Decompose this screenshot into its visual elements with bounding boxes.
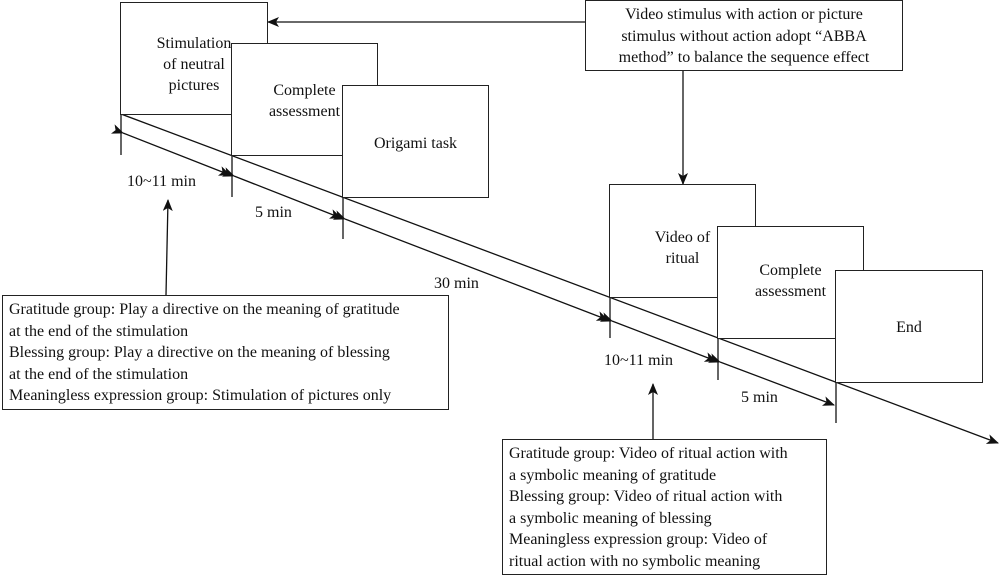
stage-text: Video of xyxy=(654,229,711,246)
note-line: at the end of the stimulation xyxy=(9,322,189,340)
stage-origami: Origami task xyxy=(342,85,489,198)
duration-label-stimulation: 10~11 min xyxy=(127,173,196,190)
duration-arrow-assessment2 xyxy=(707,353,835,406)
note-line: method” to balance the sequence effect xyxy=(618,49,870,66)
note-line: a symbolic meaning of gratitude xyxy=(509,466,717,484)
stage-text: Stimulation xyxy=(156,35,232,52)
duration-arrow-video xyxy=(599,312,717,362)
duration-arrow-stimulation xyxy=(110,124,231,176)
note-line: Gratitude group: Play a directive on the… xyxy=(9,301,400,318)
stimulation-groups-note: Gratitude group: Play a directive on the… xyxy=(2,295,449,410)
stage-text: pictures xyxy=(168,77,220,94)
note-line: ritual action with no symbolic meaning xyxy=(509,552,761,570)
stage-text: Origami task xyxy=(373,135,458,152)
stage-text: Complete xyxy=(759,262,822,279)
stim-groups-up-arrow xyxy=(162,199,173,296)
note-line: Meaningless expression group: Stimulatio… xyxy=(9,387,392,404)
duration-label-assessment-1: 5 min xyxy=(255,204,292,221)
stage-text: assessment xyxy=(754,283,827,300)
note-line: Video stimulus with action or picture xyxy=(625,6,863,23)
abba-note: Video stimulus with action or picture st… xyxy=(585,0,903,71)
duration-arrow-assessment1 xyxy=(221,167,342,219)
stage-text: End xyxy=(896,319,922,336)
note-line: Blessing group: Video of ritual action w… xyxy=(509,488,783,505)
stage-text: Complete xyxy=(273,82,336,99)
note-line: at the end of the stimulation xyxy=(9,365,189,383)
note-line: stimulus without action adopt “ABBA xyxy=(621,27,867,45)
stage-text: assessment xyxy=(268,103,341,120)
duration-arrow-origami xyxy=(332,210,609,321)
ritual-groups-note: Gratitude group: Video of ritual action … xyxy=(502,439,827,575)
note-line: Meaningless expression group: Video of xyxy=(509,531,768,548)
stage-text: of neutral xyxy=(163,56,225,73)
duration-label-assessment-2: 5 min xyxy=(741,389,778,406)
note-line: Blessing group: Play a directive on the … xyxy=(9,344,390,361)
duration-label-video-ritual: 10~11 min xyxy=(604,352,673,369)
stage-end: End xyxy=(835,270,983,383)
note-line: a symbolic meaning of blessing xyxy=(509,509,712,527)
stage-text: ritual xyxy=(665,250,700,267)
note-line: Gratitude group: Video of ritual action … xyxy=(509,445,788,462)
duration-label-origami: 30 min xyxy=(434,275,479,292)
